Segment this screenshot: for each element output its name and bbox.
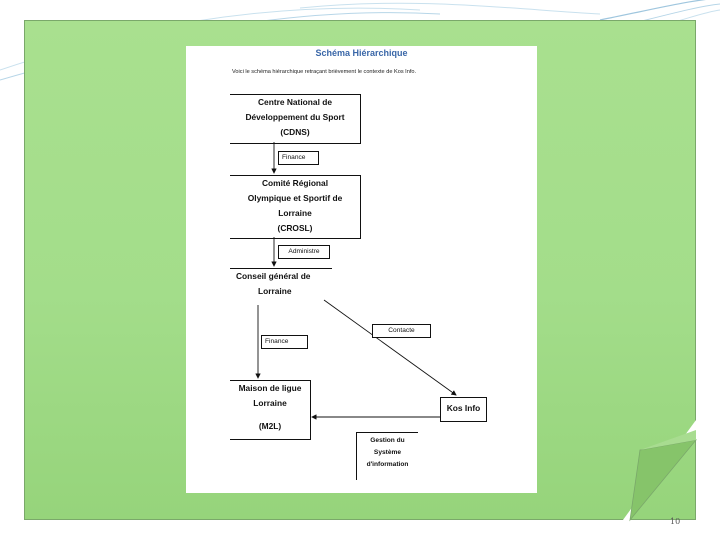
node-conseil-line: Conseil général de [230,269,332,284]
node-gsi-line: Système [357,447,418,459]
node-cdns-line: (CDNS) [230,125,360,140]
node-crosl-line: Comité Régional [230,176,360,191]
node-m2l-line: (M2L) [230,419,310,434]
node-m2l-line: Lorraine [230,396,310,411]
node-m2l-line: Maison de ligue [230,381,310,396]
node-cdns: Centre National de Développement du Spor… [230,94,361,144]
node-crosl-line: Olympique et Sportif de [230,191,360,206]
node-cdns-line: Développement du Sport [230,110,360,125]
page-curl-corner [600,420,700,524]
node-crosl-line: (CROSL) [230,221,360,236]
node-gsi-line: Gestion du [357,435,418,447]
hierarchy-diagram-image: Schéma Hiérarchique Voici le schéma hiér… [186,46,537,493]
arrow-conseil-to-kos [324,300,456,395]
node-kos-info: Kos Info [440,397,487,422]
node-m2l: Maison de ligue Lorraine (M2L) [230,380,311,440]
edge-label-administre: Administre [278,245,330,259]
node-conseil-general: Conseil général de Lorraine [230,268,332,299]
edge-label-finance: Finance [278,151,319,165]
slide-page-number: 10 [670,517,680,526]
node-crosl-line: Lorraine [230,206,360,221]
node-crosl: Comité Régional Olympique et Sportif de … [230,175,361,239]
edge-label-contacte: Contacte [372,324,431,338]
node-cdns-line: Centre National de [230,95,360,110]
edge-label-finance: Finance [261,335,308,349]
node-gestion-si: Gestion du Système d'information [356,432,418,480]
node-gsi-line: d'information [357,459,418,471]
node-conseil-line: Lorraine [230,284,332,299]
